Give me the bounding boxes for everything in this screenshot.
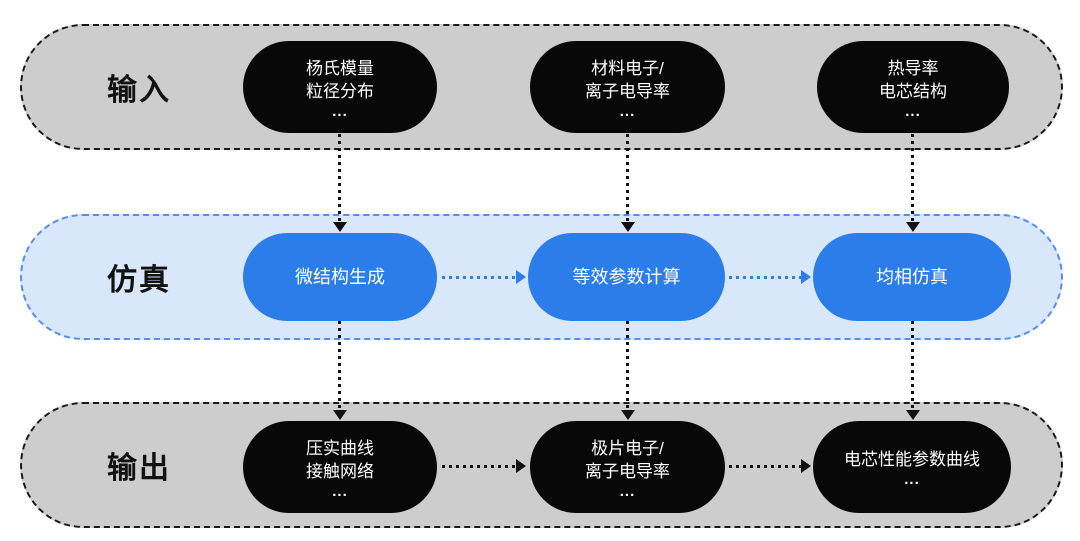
node-text-line: 粒径分布 bbox=[306, 81, 374, 101]
node-input-youngs-modulus: 杨氏模量 粒径分布 ... bbox=[243, 41, 437, 133]
node-text-line: 等效参数计算 bbox=[572, 266, 681, 287]
node-text-line: 电芯结构 bbox=[879, 81, 947, 101]
node-output-cell-performance-curve: 电芯性能参数曲线 ... bbox=[813, 421, 1011, 513]
node-ellipsis: ... bbox=[332, 102, 348, 120]
node-sim-homogeneous-simulation: 均相仿真 bbox=[813, 233, 1011, 321]
node-text-line: 杨氏模量 bbox=[306, 58, 374, 78]
arrowhead-right-icon bbox=[516, 459, 526, 473]
arrow-sim2-to-sim3 bbox=[729, 276, 802, 279]
node-text-line: 热导率 bbox=[887, 58, 939, 78]
node-text-line: 均相仿真 bbox=[876, 266, 948, 287]
arrow-input3-to-sim3 bbox=[911, 134, 914, 223]
arrow-output2-to-output3 bbox=[729, 465, 802, 468]
arrowhead-right-icon bbox=[516, 270, 526, 284]
arrowhead-down-icon bbox=[906, 410, 920, 420]
simulation-stage-label: 仿真 bbox=[107, 264, 171, 297]
node-ellipsis: ... bbox=[332, 482, 348, 500]
arrowhead-down-icon bbox=[906, 222, 920, 232]
node-text-line: 接触网络 bbox=[306, 461, 374, 481]
output-stage-label: 输出 bbox=[107, 452, 171, 485]
node-ellipsis: ... bbox=[905, 102, 921, 120]
node-input-material-conductivity: 材料电子/ 离子电导率 ... bbox=[530, 41, 725, 133]
node-text-line: 极片电子/ bbox=[591, 438, 664, 458]
arrow-input2-to-sim2 bbox=[626, 134, 629, 223]
arrowhead-right-icon bbox=[801, 270, 811, 284]
node-text-line: 离子电导率 bbox=[585, 461, 670, 481]
arrowhead-down-icon bbox=[333, 410, 347, 420]
arrow-sim2-to-output2 bbox=[626, 321, 629, 410]
arrowhead-down-icon bbox=[621, 410, 635, 420]
node-output-electrode-conductivity: 极片电子/ 离子电导率 ... bbox=[530, 421, 725, 513]
node-ellipsis: ... bbox=[619, 482, 636, 500]
node-text-line: 电芯性能参数曲线 bbox=[844, 450, 980, 469]
node-sim-equivalent-parameter-calc: 等效参数计算 bbox=[528, 233, 725, 321]
node-text-line: 离子电导率 bbox=[585, 81, 670, 101]
arrow-sim1-to-output1 bbox=[338, 321, 341, 410]
arrowhead-right-icon bbox=[801, 459, 811, 473]
arrow-sim1-to-sim2 bbox=[442, 276, 516, 279]
node-text-line: 压实曲线 bbox=[306, 438, 374, 458]
node-text-line: 材料电子/ bbox=[591, 58, 664, 78]
arrow-output1-to-output2 bbox=[442, 465, 516, 468]
input-stage-label: 输入 bbox=[107, 74, 171, 107]
arrowhead-down-icon bbox=[621, 222, 635, 232]
node-text-line: 微结构生成 bbox=[295, 266, 385, 287]
arrow-input1-to-sim1 bbox=[338, 134, 341, 223]
node-sim-microstructure-generation: 微结构生成 bbox=[243, 233, 437, 321]
node-output-compaction-curve: 压实曲线 接触网络 ... bbox=[243, 421, 437, 513]
arrow-sim3-to-output3 bbox=[911, 321, 914, 410]
node-ellipsis: ... bbox=[904, 471, 920, 488]
node-ellipsis: ... bbox=[619, 102, 636, 120]
node-input-thermal-conductivity: 热导率 电芯结构 ... bbox=[817, 41, 1009, 133]
arrowhead-down-icon bbox=[333, 222, 347, 232]
